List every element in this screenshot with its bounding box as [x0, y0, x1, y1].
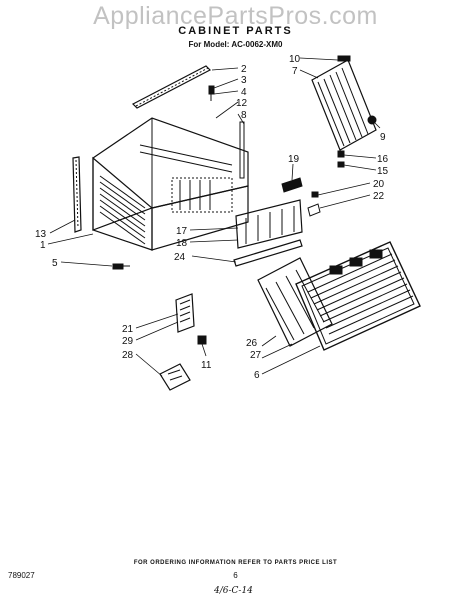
mounting-screw-part [112, 263, 130, 270]
callout-20: 20 [373, 179, 385, 190]
callout-10: 10 [289, 54, 301, 65]
page-number: 6 [233, 571, 238, 580]
callout-21: 21 [122, 324, 134, 335]
callout-3: 3 [241, 75, 247, 86]
callout-4: 4 [241, 87, 247, 98]
bottom-strip-part [233, 239, 303, 267]
callout-28: 28 [122, 350, 134, 361]
watermark: AppliancePartsPros.com [93, 2, 378, 30]
callout-16: 16 [377, 154, 389, 165]
page-title: CABINET PARTS [178, 25, 293, 37]
decal-plate-part [159, 363, 191, 391]
top-rail-part [131, 65, 212, 109]
callout-2: 2 [241, 64, 247, 75]
leader-lines [47, 57, 381, 377]
handwritten-note: 4/6-C-14 [214, 586, 253, 596]
side-gasket-part [72, 156, 82, 233]
callout-27: 27 [250, 350, 262, 361]
callout-29: 29 [122, 336, 134, 347]
callout-26: 26 [246, 338, 258, 349]
callout-22: 22 [373, 191, 385, 202]
callout-labels: 2 3 4 12 8 10 7 9 16 15 19 20 22 13 1 5 … [35, 54, 389, 381]
control-panel-part [175, 293, 195, 333]
callout-5: 5 [52, 258, 58, 269]
model-subtitle: For Model: AC-0062-XM0 [188, 40, 283, 49]
callout-18: 18 [176, 238, 188, 249]
callout-19: 19 [288, 154, 300, 165]
callout-9: 9 [380, 132, 386, 143]
callout-8: 8 [241, 110, 247, 121]
screw-part [208, 85, 215, 101]
cabinet-shell [92, 117, 249, 251]
callout-1: 1 [40, 240, 46, 251]
small-knob-part [197, 335, 207, 345]
callout-17: 17 [176, 226, 188, 237]
document-code: 789027 [8, 571, 35, 580]
small-fastener-parts [337, 150, 345, 168]
louver-assembly-part [235, 199, 303, 249]
callout-6: 6 [254, 370, 260, 381]
front-grille-part [295, 241, 421, 351]
callout-11: 11 [201, 360, 212, 371]
callout-13: 13 [35, 229, 47, 240]
callout-7: 7 [292, 66, 298, 77]
callout-15: 15 [377, 166, 389, 177]
callout-24: 24 [174, 252, 186, 263]
filter-frame-part [311, 55, 377, 151]
filter-part [257, 257, 333, 347]
ordering-note: FOR ORDERING INFORMATION REFER TO PARTS … [133, 560, 338, 566]
callout-12: 12 [236, 98, 248, 109]
bracket-parts [281, 177, 321, 217]
